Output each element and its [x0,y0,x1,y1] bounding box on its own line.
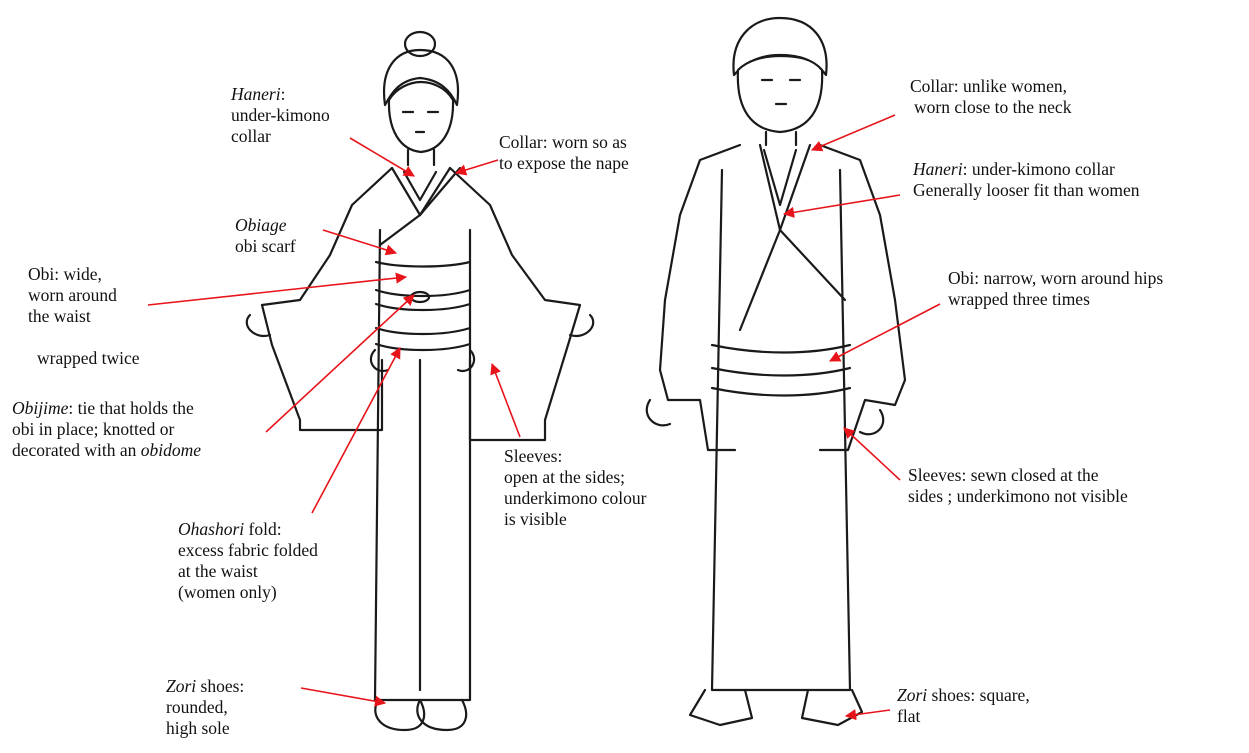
label-man-zori: Zori shoes: square, flat [897,685,1030,727]
label-woman-zori: Zori shoes: rounded, high sole [166,676,244,739]
label-woman-collar: Collar: worn so as to expose the nape [499,132,629,174]
arrow-man-collar [812,115,895,150]
arrow-woman-zori [301,688,385,703]
label-woman-ohashori: Ohashori fold: excess fabric folded at t… [178,519,318,603]
label-woman-obi: Obi: wide, worn around the waist [28,264,117,327]
label-man-haneri: Haneri: under-kimono collar Generally lo… [913,159,1139,201]
label-woman-obiage: Obiage obi scarf [235,215,296,257]
label-man-collar: Collar: unlike women, worn close to the … [910,76,1071,118]
arrow-woman-collar [456,160,498,173]
label-man-sleeves: Sleeves: sewn closed at the sides ; unde… [908,465,1128,507]
callout-arrows [148,115,940,716]
label-man-obi: Obi: narrow, worn around hips wrapped th… [948,268,1163,310]
label-woman-haneri: Haneri: under-kimono collar [231,84,330,147]
arrow-woman-obi [148,277,406,305]
arrow-woman-sleeves [492,364,520,437]
arrow-man-sleeves [844,428,900,480]
label-woman-obi-wrap: wrapped twice [37,348,140,369]
arrow-man-obi [830,304,940,361]
label-woman-obijime: Obijime: tie that holds the obi in place… [12,398,201,461]
label-woman-sleeves: Sleeves: open at the sides; underkimono … [504,446,646,530]
term-haneri: Haneri [231,84,281,104]
man-figure [647,18,905,725]
arrow-man-haneri [784,195,900,214]
arrow-man-zori [846,710,890,716]
